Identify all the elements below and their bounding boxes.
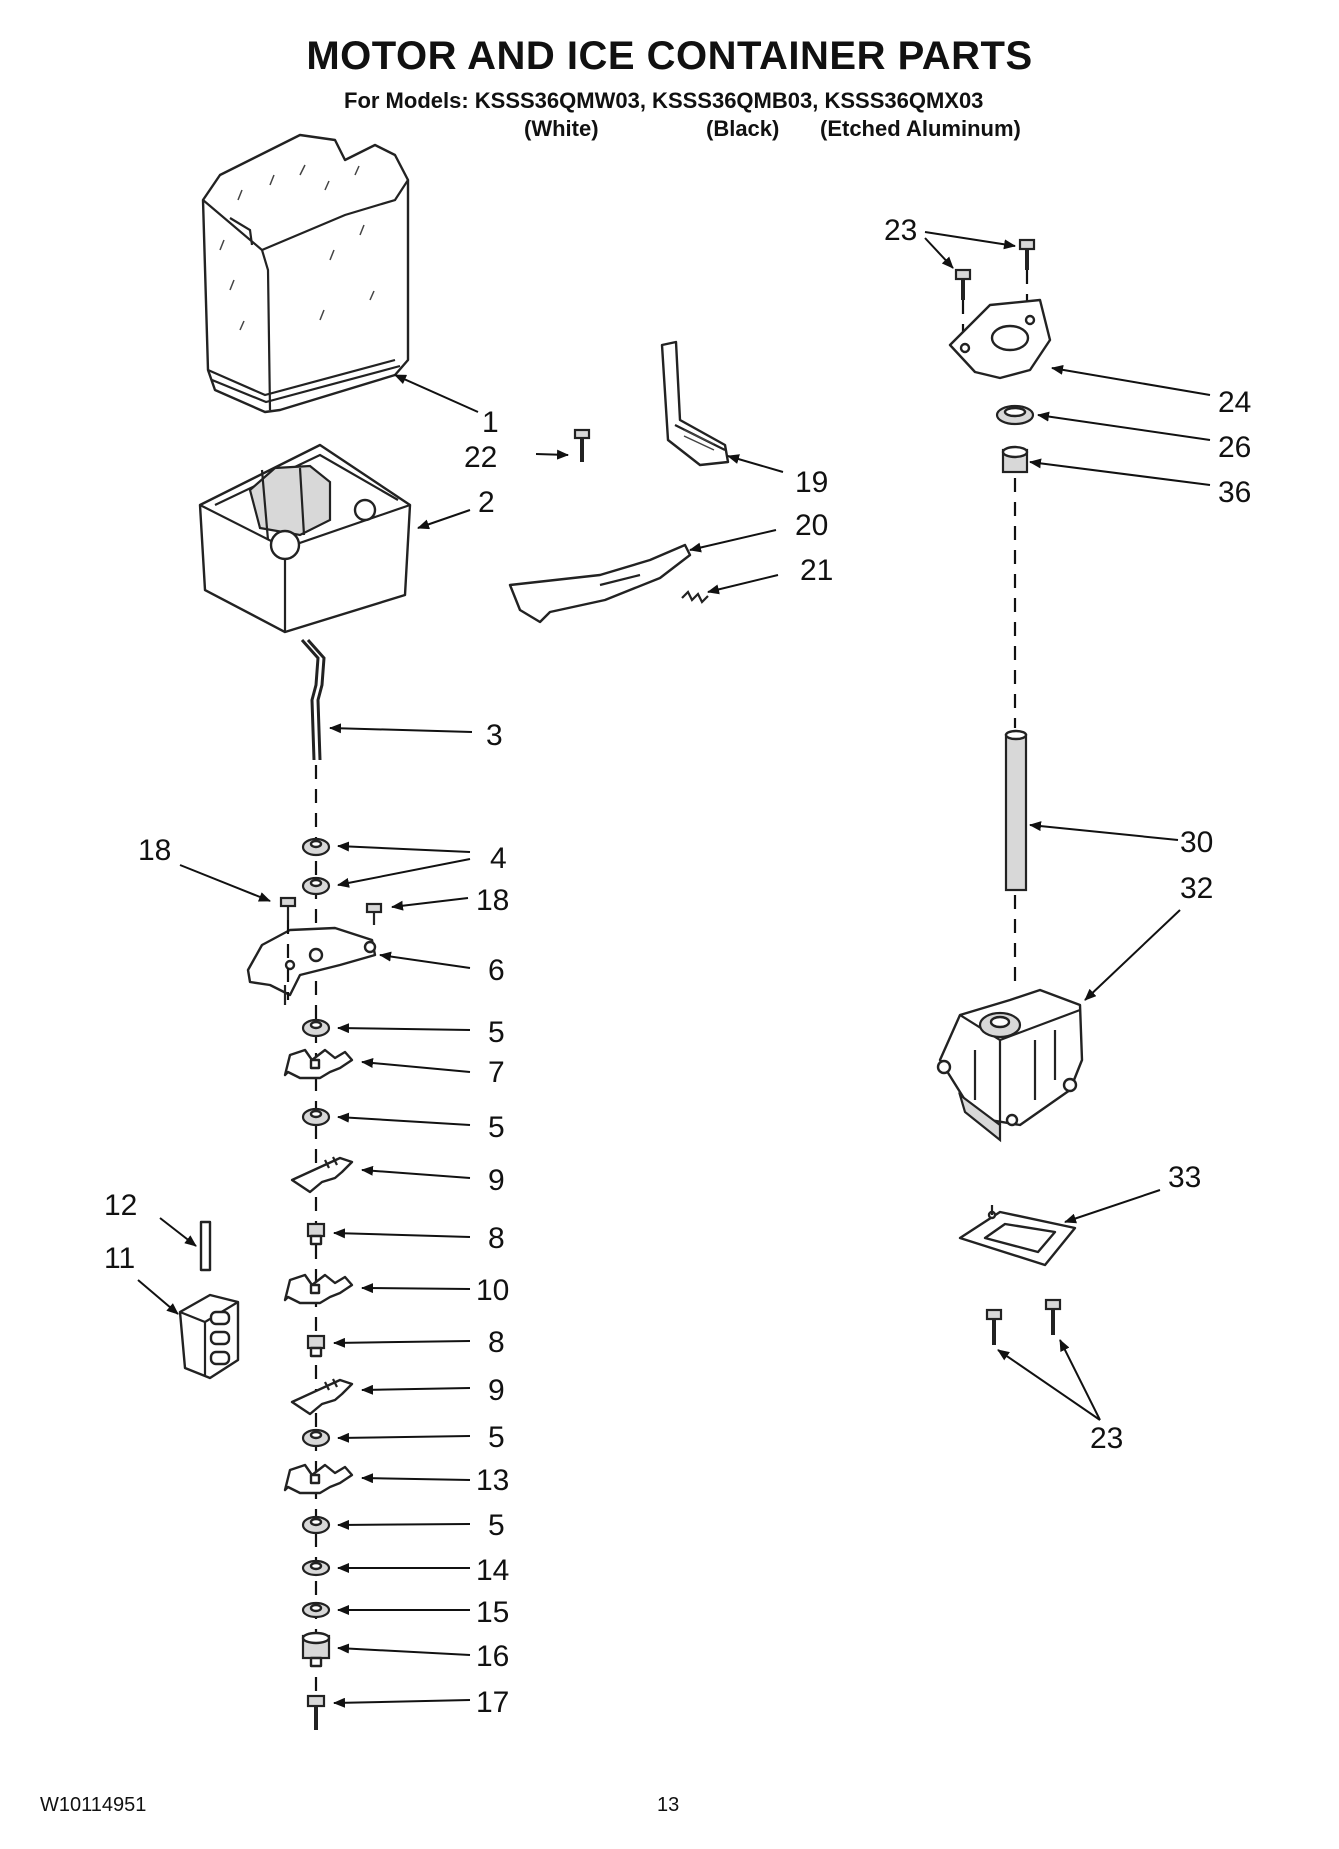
callout-13: 13 bbox=[476, 1464, 509, 1497]
spacer-part-5d bbox=[301, 1515, 331, 1535]
callout-16: 16 bbox=[476, 1640, 509, 1673]
pin-part-12 bbox=[199, 1220, 212, 1272]
callout-5-fourth: 5 bbox=[488, 1509, 505, 1542]
plate-part-24 bbox=[948, 298, 1052, 380]
spring-part-21 bbox=[681, 590, 709, 604]
spacer-part-5b bbox=[301, 1107, 331, 1127]
variant-white: (White) bbox=[524, 116, 599, 141]
bushing-part-36 bbox=[1001, 445, 1029, 474]
bushing-part-8b bbox=[306, 1334, 326, 1358]
screw-part-23d bbox=[1044, 1298, 1062, 1335]
callout-8-first: 8 bbox=[488, 1222, 505, 1255]
models-line: For Models: KSSS36QMW03, KSSS36QMB03, KS… bbox=[344, 88, 984, 113]
callout-21: 21 bbox=[800, 554, 833, 587]
variant-black: (Black) bbox=[706, 116, 780, 141]
screw-part-17 bbox=[306, 1694, 326, 1730]
callout-18-right: 18 bbox=[476, 884, 509, 917]
callout-23-top: 23 bbox=[884, 214, 917, 247]
auger-wire-part bbox=[300, 639, 326, 761]
washer-part-26 bbox=[995, 404, 1035, 426]
screw-part-18b bbox=[365, 902, 383, 925]
callout-30: 30 bbox=[1180, 826, 1213, 859]
callout-2: 2 bbox=[478, 486, 495, 519]
callout-33: 33 bbox=[1168, 1161, 1201, 1194]
callout-5-first: 5 bbox=[488, 1016, 505, 1049]
callouts: 1 2 3 4 18 18 6 5 7 5 9 8 10 8 9 5 13 5 … bbox=[104, 214, 1251, 1719]
callout-36: 36 bbox=[1218, 476, 1251, 509]
callout-15: 15 bbox=[476, 1596, 509, 1629]
callout-9-second: 9 bbox=[488, 1374, 505, 1407]
callout-8-second: 8 bbox=[488, 1326, 505, 1359]
blade-part-9a bbox=[290, 1156, 354, 1194]
cutter-part-10 bbox=[283, 1273, 354, 1305]
callout-7: 7 bbox=[488, 1056, 505, 1089]
callout-24: 24 bbox=[1218, 386, 1251, 419]
callout-3: 3 bbox=[486, 719, 503, 752]
screw-part-22 bbox=[573, 428, 591, 462]
page-title: MOTOR AND ICE CONTAINER PARTS bbox=[306, 34, 1033, 78]
screw-part-23b bbox=[1018, 238, 1036, 320]
callout-12: 12 bbox=[104, 1189, 137, 1222]
callout-1: 1 bbox=[482, 406, 499, 439]
callout-6: 6 bbox=[488, 954, 505, 987]
gasket-part-33 bbox=[958, 1205, 1077, 1267]
callout-23-bottom: 23 bbox=[1090, 1422, 1123, 1455]
cutter-part-13 bbox=[283, 1463, 354, 1495]
arm-part-20 bbox=[508, 543, 692, 624]
callout-22: 22 bbox=[464, 441, 497, 474]
screw-part-23c bbox=[985, 1308, 1003, 1345]
screw-part-18a bbox=[279, 896, 297, 1000]
blade-part-9b bbox=[290, 1378, 354, 1416]
bracket-part-19 bbox=[660, 340, 730, 467]
document-number: W10114951 bbox=[40, 1794, 147, 1816]
callout-20: 20 bbox=[795, 509, 828, 542]
callout-5-third: 5 bbox=[488, 1421, 505, 1454]
callout-9-first: 9 bbox=[488, 1164, 505, 1197]
callout-11: 11 bbox=[104, 1242, 135, 1275]
page-number: 13 bbox=[657, 1794, 680, 1816]
motor-part-32 bbox=[936, 988, 1084, 1143]
callout-4: 4 bbox=[490, 842, 507, 875]
callout-17: 17 bbox=[476, 1686, 509, 1719]
bracket-part-6 bbox=[246, 926, 377, 1005]
spacer-part-4b bbox=[301, 876, 331, 896]
callout-32: 32 bbox=[1180, 872, 1213, 905]
callout-10: 10 bbox=[476, 1274, 509, 1307]
leader-lines bbox=[137, 231, 1211, 1708]
block-part-11 bbox=[178, 1293, 240, 1380]
callout-26: 26 bbox=[1218, 431, 1251, 464]
variant-etched-aluminum: (Etched Aluminum) bbox=[820, 116, 1021, 141]
callout-5-second: 5 bbox=[488, 1111, 505, 1144]
bushing-part-8a bbox=[306, 1222, 326, 1246]
cutter-part-7 bbox=[283, 1048, 354, 1080]
ice-container-part bbox=[201, 133, 410, 414]
spacer-part-5c bbox=[301, 1428, 331, 1448]
washer-part-14 bbox=[301, 1559, 331, 1577]
spacer-part-4a bbox=[301, 837, 331, 857]
callout-14: 14 bbox=[476, 1554, 509, 1587]
callout-18-left: 18 bbox=[138, 834, 171, 867]
shaft-part-30 bbox=[1004, 729, 1028, 892]
nut-part-16 bbox=[301, 1631, 331, 1668]
washer-part-15 bbox=[301, 1601, 331, 1619]
auger-housing-part bbox=[198, 443, 412, 634]
callout-19: 19 bbox=[795, 466, 828, 499]
spacer-part-5a bbox=[301, 1018, 331, 1038]
